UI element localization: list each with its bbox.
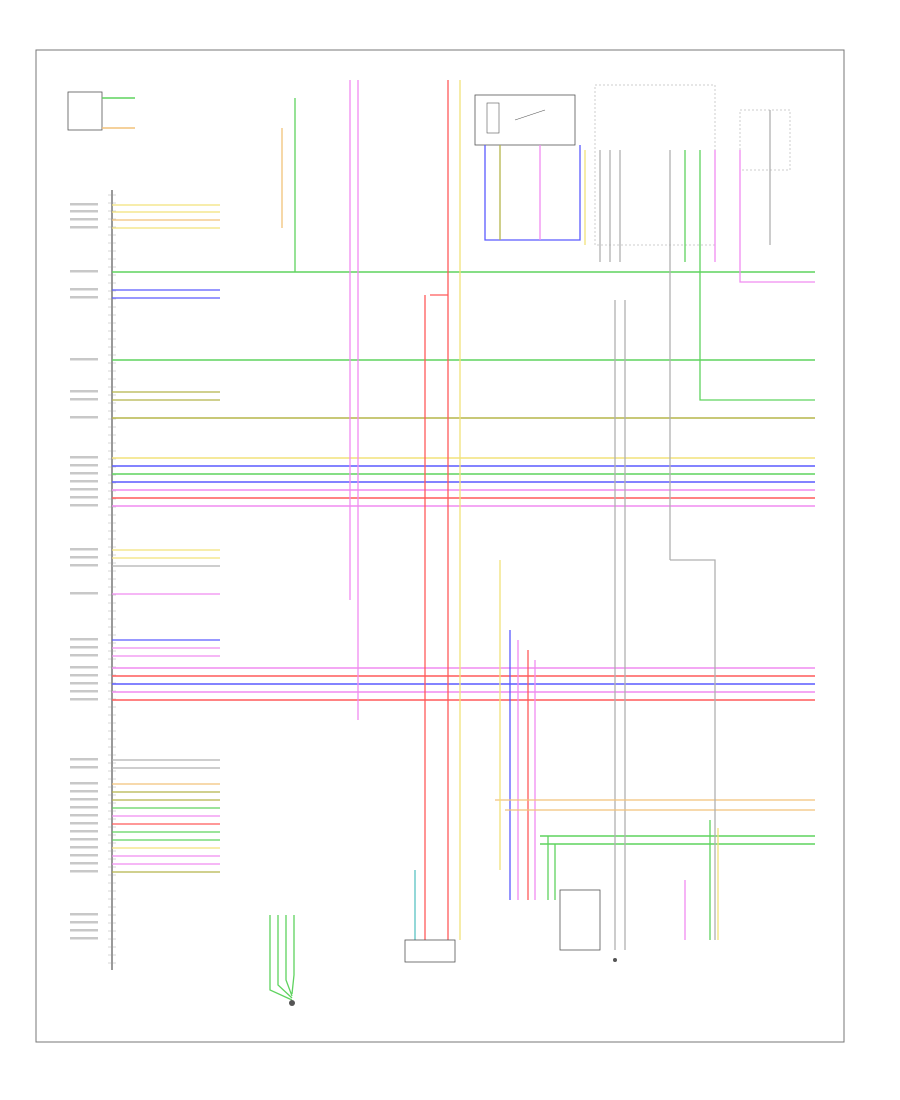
wire-layer (112, 80, 815, 1001)
pin-label-hint (70, 690, 98, 693)
pin-label-hint (70, 203, 98, 206)
pin-label-hint (70, 646, 98, 649)
pin-label-hint (70, 814, 98, 817)
pin-label-hint (70, 456, 98, 459)
pin-label-hint (70, 921, 98, 924)
pin-label-hint (70, 937, 98, 940)
pin-label-hint (70, 666, 98, 669)
pin-label-hint (70, 226, 98, 229)
pin-label-hint (70, 218, 98, 221)
control-module-pin-column (108, 190, 116, 970)
pin-label-hint (70, 758, 98, 761)
pin-label-hint (70, 698, 98, 701)
pin-label-hint (70, 870, 98, 873)
pin-label-hint (70, 682, 98, 685)
pin-label-hint (70, 790, 98, 793)
pin-label-hint (70, 464, 98, 467)
pin-label-hint (70, 798, 98, 801)
pin-label-hint (70, 654, 98, 657)
pin-label-hint (70, 390, 98, 393)
pin-label-hint (70, 270, 98, 273)
pin-label-hint (70, 822, 98, 825)
pin-label-hint (70, 556, 98, 559)
bottom-connectors (289, 889, 617, 1006)
vertical-wire (269, 915, 293, 1001)
pin-label-hint (70, 838, 98, 841)
illegible-label-hints (70, 203, 98, 940)
diagram-border (35, 49, 845, 1043)
pin-label-hint (70, 806, 98, 809)
relay-box-top (474, 84, 791, 246)
pin-label-hint (70, 564, 98, 567)
pin-label-hint (70, 846, 98, 849)
pin-label-hint (70, 488, 98, 491)
pin-label-hint (70, 854, 98, 857)
pin-label-hint (70, 766, 98, 769)
pin-label-hint (70, 638, 98, 641)
pin-label-hint (70, 496, 98, 499)
vertical-wire (739, 150, 815, 283)
pin-label-hint (70, 472, 98, 475)
pin-label-hint (70, 288, 98, 291)
pin-label-hint (70, 296, 98, 299)
vertical-wire (699, 150, 815, 401)
component-top-left (67, 91, 135, 131)
pin-label-hint (70, 913, 98, 916)
vertical-wire (670, 559, 716, 940)
pin-label-hint (70, 504, 98, 507)
pin-label-hint (70, 862, 98, 865)
pin-label-hint (70, 929, 98, 932)
pin-label-hint (70, 398, 98, 401)
pin-label-hint (70, 592, 98, 595)
pin-label-hint (70, 674, 98, 677)
pin-label-hint (70, 358, 98, 361)
vertical-wire (285, 915, 293, 997)
pin-label-hint (70, 210, 98, 213)
pin-label-hint (70, 416, 98, 419)
pin-label-hint (70, 830, 98, 833)
pin-label-hint (70, 782, 98, 785)
vertical-wire (484, 145, 581, 241)
pin-label-hint (70, 548, 98, 551)
vertical-wire (291, 915, 295, 995)
pin-label-hint (70, 480, 98, 483)
vertical-wire (277, 915, 293, 999)
